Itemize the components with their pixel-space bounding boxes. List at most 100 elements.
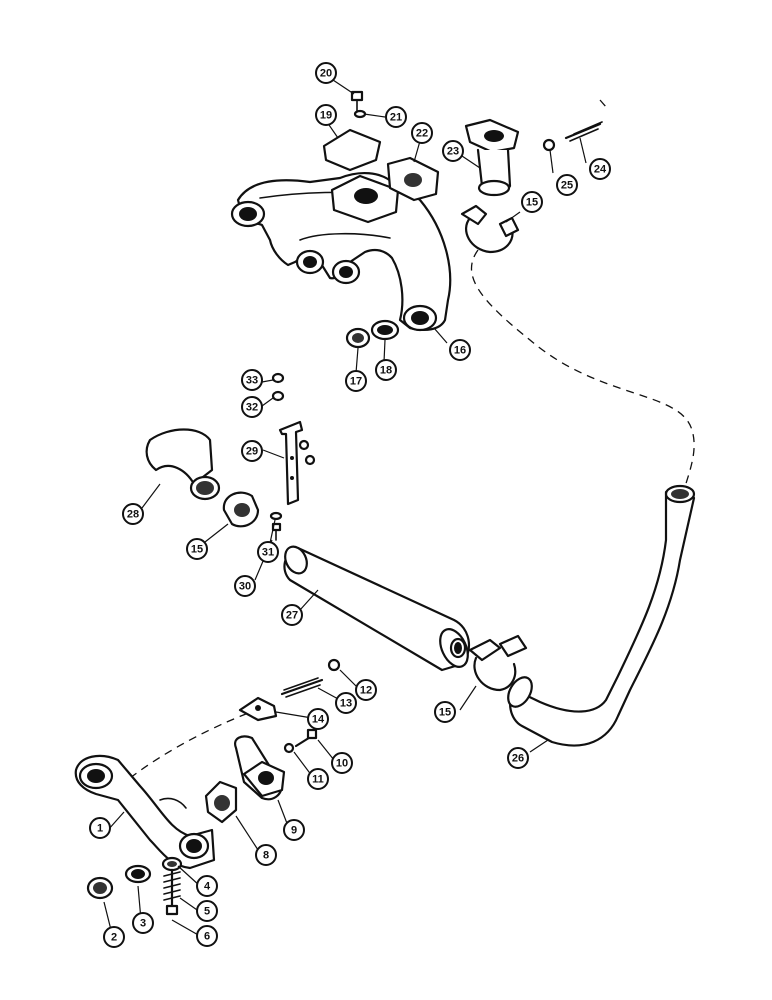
assembly-line-top-right	[599, 99, 608, 109]
callout-circle	[345, 370, 367, 392]
sleeve-3	[124, 864, 152, 884]
callout-number: 29	[246, 446, 258, 458]
exhaust-clamp-top	[460, 204, 520, 254]
callout-30: 30	[234, 575, 256, 597]
callout-circle	[411, 122, 433, 144]
callout-number: 5	[204, 906, 210, 918]
callout-15a: 15	[521, 191, 543, 213]
callout-circle	[241, 440, 263, 462]
callout-23: 23	[442, 140, 464, 162]
callout-circle	[307, 708, 329, 730]
callout-circle	[255, 844, 277, 866]
exhaust-clamp-right	[468, 634, 528, 692]
callout-circle	[315, 62, 337, 84]
cap-screw	[350, 90, 364, 113]
stud	[564, 121, 603, 142]
callout-number: 25	[561, 180, 573, 192]
callout-number: 15	[526, 197, 538, 209]
callout-number: 3	[140, 918, 146, 930]
callout-number: 20	[320, 68, 332, 80]
callout-circle	[507, 747, 529, 769]
callout-15b: 15	[186, 538, 208, 560]
callout-circle	[556, 174, 578, 196]
callout-15c: 15	[434, 701, 456, 723]
callout-number: 28	[127, 509, 139, 521]
callout-circle	[241, 396, 263, 418]
callout-6: 6	[196, 925, 218, 947]
callout-number: 2	[111, 932, 117, 944]
callout-circle	[307, 768, 329, 790]
elbow-outlet	[234, 735, 286, 801]
callout-32: 32	[241, 396, 263, 418]
callout-14: 14	[307, 708, 329, 730]
washer-32	[271, 390, 285, 402]
exhaust-elbow	[74, 754, 216, 870]
callouts: 1234568910111213141515151617181920212223…	[89, 62, 611, 948]
leader-lines	[103, 79, 587, 937]
callout-number: 24	[594, 164, 607, 176]
callout-3: 3	[132, 912, 154, 934]
callout-circle	[449, 339, 471, 361]
callout-33: 33	[241, 369, 263, 391]
callout-number: 21	[390, 112, 402, 124]
callout-circle	[89, 817, 111, 839]
callout-circle	[122, 503, 144, 525]
callout-10: 10	[331, 752, 353, 774]
spring-5	[163, 868, 181, 916]
callout-number: 15	[191, 544, 203, 556]
callout-circle	[355, 679, 377, 701]
exhaust-pipe	[507, 484, 696, 747]
callout-circle	[315, 104, 337, 126]
callout-circle	[442, 140, 464, 162]
callout-8: 8	[255, 844, 277, 866]
callout-number: 10	[336, 758, 348, 770]
callout-circle	[281, 604, 303, 626]
callout-number: 4	[204, 881, 211, 893]
callout-circle	[375, 359, 397, 381]
callout-circle	[385, 106, 407, 128]
callout-number: 15	[439, 707, 451, 719]
callout-circle	[132, 912, 154, 934]
cover-plate	[322, 128, 382, 172]
nut-33	[271, 372, 285, 384]
callout-9: 9	[283, 819, 305, 841]
callout-number: 8	[263, 850, 269, 862]
callout-number: 16	[454, 345, 466, 357]
callout-21: 21	[385, 106, 407, 128]
muffler	[283, 545, 471, 672]
callout-number: 19	[320, 110, 332, 122]
callout-circle	[196, 875, 218, 897]
callout-27: 27	[281, 604, 303, 626]
callout-circle	[257, 541, 279, 563]
muffler-bracket	[278, 420, 304, 506]
callout-25: 25	[556, 174, 578, 196]
callout-number: 12	[360, 685, 372, 697]
callout-19: 19	[315, 104, 337, 126]
callout-number: 27	[286, 610, 298, 622]
callout-29: 29	[241, 440, 263, 462]
callout-number: 32	[246, 402, 258, 414]
callout-28: 28	[122, 503, 144, 525]
callout-circle	[103, 926, 125, 948]
callout-11: 11	[307, 768, 329, 790]
callout-20: 20	[315, 62, 337, 84]
upper-tail-pipe	[145, 428, 221, 501]
callout-24: 24	[589, 158, 611, 180]
outlet-gasket	[204, 780, 238, 824]
callout-number: 11	[312, 774, 324, 786]
assembly-line-clamp-to-pipe	[470, 249, 695, 491]
clamp-bracket	[238, 696, 278, 722]
callout-number: 30	[239, 581, 251, 593]
bracket-nut-b	[304, 454, 316, 466]
callout-circle	[589, 158, 611, 180]
callout-22: 22	[411, 122, 433, 144]
callout-31: 31	[257, 541, 279, 563]
callout-number: 17	[350, 376, 362, 388]
stud-13	[280, 677, 324, 698]
callout-number: 9	[291, 825, 297, 837]
callout-number: 26	[512, 753, 524, 765]
callout-circle	[434, 701, 456, 723]
callout-circle	[234, 575, 256, 597]
callout-number: 22	[416, 128, 428, 140]
